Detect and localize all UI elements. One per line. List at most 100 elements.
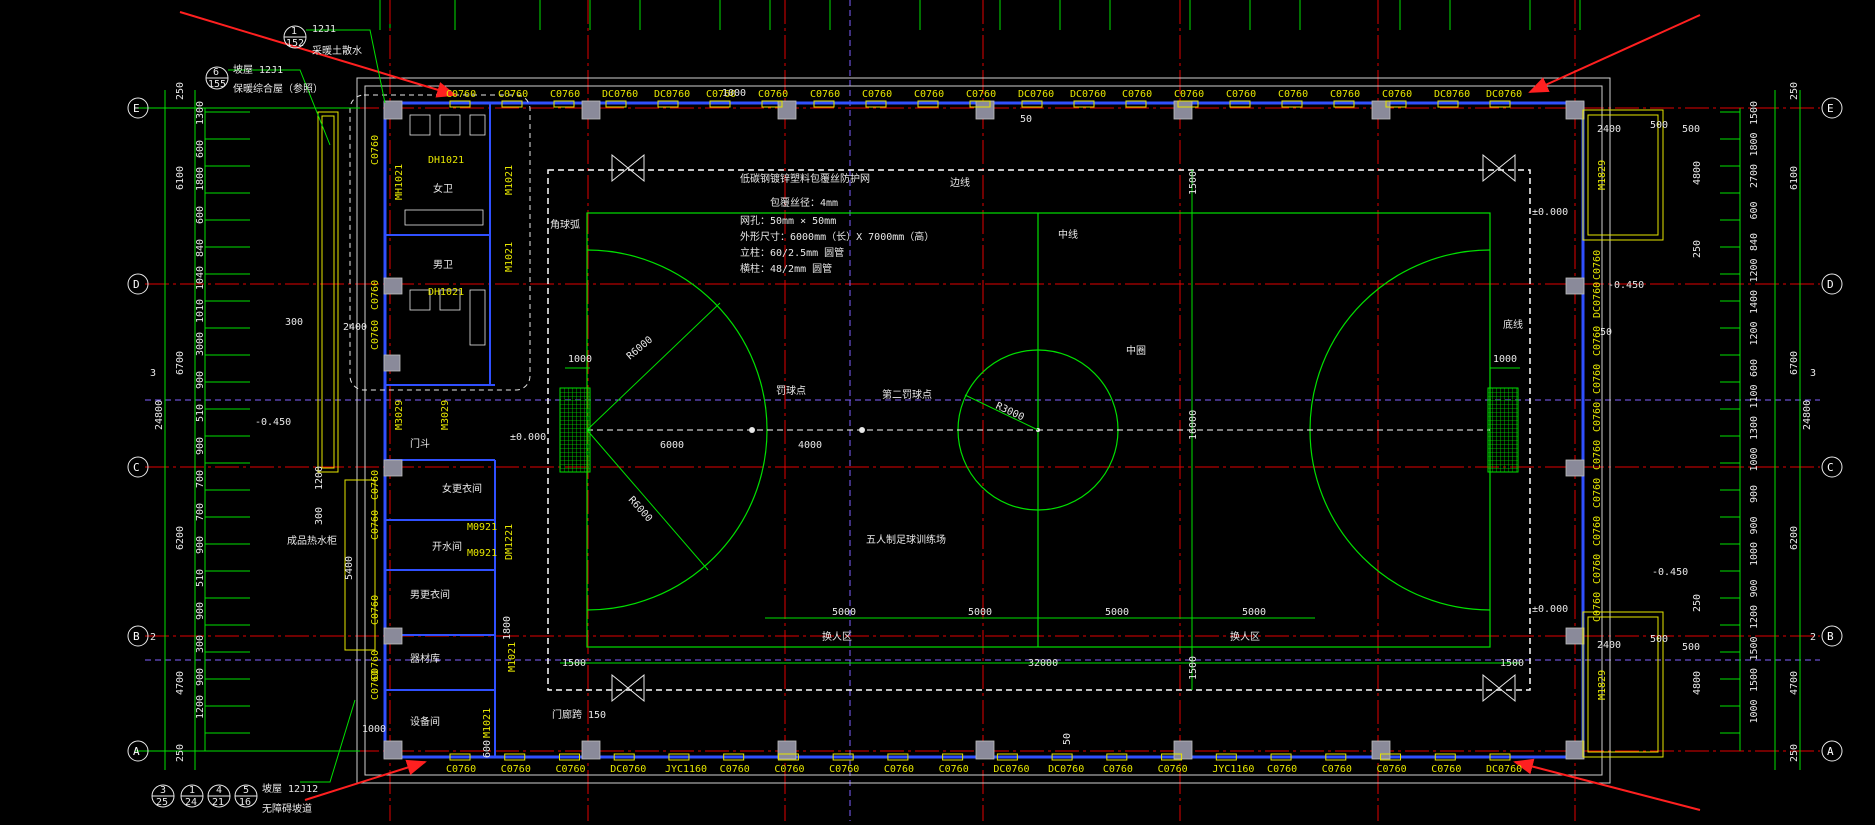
top-window-mark xyxy=(553,100,575,108)
right-window-label: C0760 xyxy=(1592,440,1603,470)
bottom-window-mark xyxy=(668,753,690,761)
left-inner-dim: 900 xyxy=(195,371,206,389)
top-window-mark xyxy=(501,100,523,108)
sub-zone-a: 换人区 xyxy=(822,630,852,643)
dim-50b: 50 xyxy=(1062,733,1073,745)
top-window-label: C0760 xyxy=(862,89,892,100)
sub-dimension-text: 5000 xyxy=(832,607,856,618)
left-outer-dim: 6700 xyxy=(175,351,186,375)
right-inner-dim: 1500 xyxy=(1749,636,1760,660)
top-window-mark xyxy=(917,100,939,108)
label-r6000a: R6000 xyxy=(625,335,655,363)
top-window-mark xyxy=(1385,100,1407,108)
left-inner-dim: 510 xyxy=(195,569,206,587)
room-kaishui: 开水间 xyxy=(432,540,462,553)
top-window-label: C0760 xyxy=(810,89,840,100)
room-chengpin: 成品热水柜 xyxy=(287,534,337,547)
label-zhongquan: 中圈 xyxy=(1126,344,1146,357)
dim-5400: 5400 xyxy=(344,556,355,580)
door-m0921b: M0921 xyxy=(467,548,497,559)
dim-500a: 500 xyxy=(1650,120,1668,131)
right-window-label: C0760 xyxy=(1592,250,1603,280)
top-window-mark xyxy=(1073,100,1095,108)
room-nvgeng: 女更衣间 xyxy=(442,482,482,495)
right-inner-dim: 900 xyxy=(1749,485,1760,503)
level-left: -0.450 xyxy=(255,417,291,428)
dim-500d: 500 xyxy=(1682,642,1700,653)
callout-1 xyxy=(205,25,307,90)
bottom-window-mark xyxy=(504,753,526,761)
door-dh2: DH1021 xyxy=(428,287,464,298)
top-window-label: C0760 xyxy=(1382,89,1412,100)
wall-window-marks xyxy=(449,100,1511,761)
fence-outline xyxy=(547,169,1531,691)
room-shebei: 设备间 xyxy=(410,715,440,728)
right-outer-dim: 250 xyxy=(1789,82,1800,100)
fence-line-6: 横柱：48/2mm 圆管 xyxy=(740,262,832,275)
callout-1-label: 采暖土散水 xyxy=(312,44,362,57)
left-window-label: C0760 xyxy=(370,510,381,540)
bottom-window-label: DC0760 xyxy=(1486,764,1522,775)
bottom-window-label: C0760 xyxy=(501,764,531,775)
axis-label-e-left: E xyxy=(133,102,140,115)
top-window-mark xyxy=(813,100,835,108)
label-r3000: R3000 xyxy=(994,401,1026,424)
dim-6000: 6000 xyxy=(660,440,684,451)
fence-line-5: 立柱：60/2.5mm 圆管 xyxy=(740,246,844,259)
left-inner-dim: 510 xyxy=(195,404,206,422)
right-inner-dim: 1300 xyxy=(1749,416,1760,440)
door-mh1021: MH1021 xyxy=(394,164,405,200)
left-window-label: C0760 xyxy=(370,320,381,350)
bottom-window-label: JYC1160 xyxy=(665,764,707,775)
bottom-window-label: C0760 xyxy=(884,764,914,775)
bottom-window-label: C0760 xyxy=(1377,764,1407,775)
bottom-window-mark xyxy=(832,753,854,761)
door-m1829b: M1829 xyxy=(1597,670,1608,700)
bottom-window-label: C0760 xyxy=(1431,764,1461,775)
right-inner-dim: 1000 xyxy=(1749,699,1760,723)
goal-right xyxy=(1487,387,1519,473)
level-zero-c: ±0.000 xyxy=(1532,604,1568,615)
top-window-label: C0760 xyxy=(1226,89,1256,100)
bottom-window-label: C0760 xyxy=(774,764,804,775)
axis-2-left: 2 xyxy=(150,632,156,643)
horizontal-axis-lines xyxy=(145,107,1820,752)
callout-b3-top: 4 xyxy=(216,785,222,796)
callout-b4-bottom: 16 xyxy=(239,797,251,808)
dim-1000a: 1000 xyxy=(568,354,592,365)
right-inner-dim: 600 xyxy=(1749,201,1760,219)
right-dimension-text: 2506100670062004700250248001500180027006… xyxy=(1749,82,1813,762)
right-inner-dim: 1500 xyxy=(1749,668,1760,692)
right-window-label: C0760 xyxy=(1592,402,1603,432)
bottom-window-mark xyxy=(942,753,964,761)
top-window-mark xyxy=(709,100,731,108)
top-window-label: C0760 xyxy=(914,89,944,100)
dim-4800a: 4800 xyxy=(1692,161,1703,185)
right-window-label: C0760 xyxy=(1592,478,1603,508)
bottom-window-mark xyxy=(723,753,745,761)
left-total-dim: 24800 xyxy=(154,400,165,430)
right-inner-dim: 2700 xyxy=(1749,164,1760,188)
axis-label-e-right: E xyxy=(1827,102,1834,115)
axis-3-right: 3 xyxy=(1810,368,1816,379)
dim-4000: 4000 xyxy=(798,440,822,451)
callout-1-bottom: 152 xyxy=(286,38,304,49)
left-inner-dim: 700 xyxy=(195,470,206,488)
right-inner-dim: 600 xyxy=(1749,359,1760,377)
fence-line-2: 包覆丝径：4mm xyxy=(770,196,838,209)
door-m3029b: M3029 xyxy=(440,400,451,430)
left-window-label: C0760 xyxy=(370,280,381,310)
top-window-mark xyxy=(449,100,471,108)
purple-axis-lines xyxy=(145,0,1820,821)
callout-b1-top: 3 xyxy=(160,785,166,796)
bottom-window-label: C0760 xyxy=(1103,764,1133,775)
label-dianqiu: 罚球点 xyxy=(776,384,806,397)
top-window-mark xyxy=(1437,100,1459,108)
right-inner-dim: 1200 xyxy=(1749,258,1760,282)
callout-2-ref: 坡屋 12J1 xyxy=(233,63,283,76)
corner-light-symbols xyxy=(611,153,1516,703)
label-menpo: 门廊跨 150 xyxy=(552,708,606,721)
top-window-label: DC0760 xyxy=(1486,89,1522,100)
left-window-label: C0760 xyxy=(370,670,381,700)
